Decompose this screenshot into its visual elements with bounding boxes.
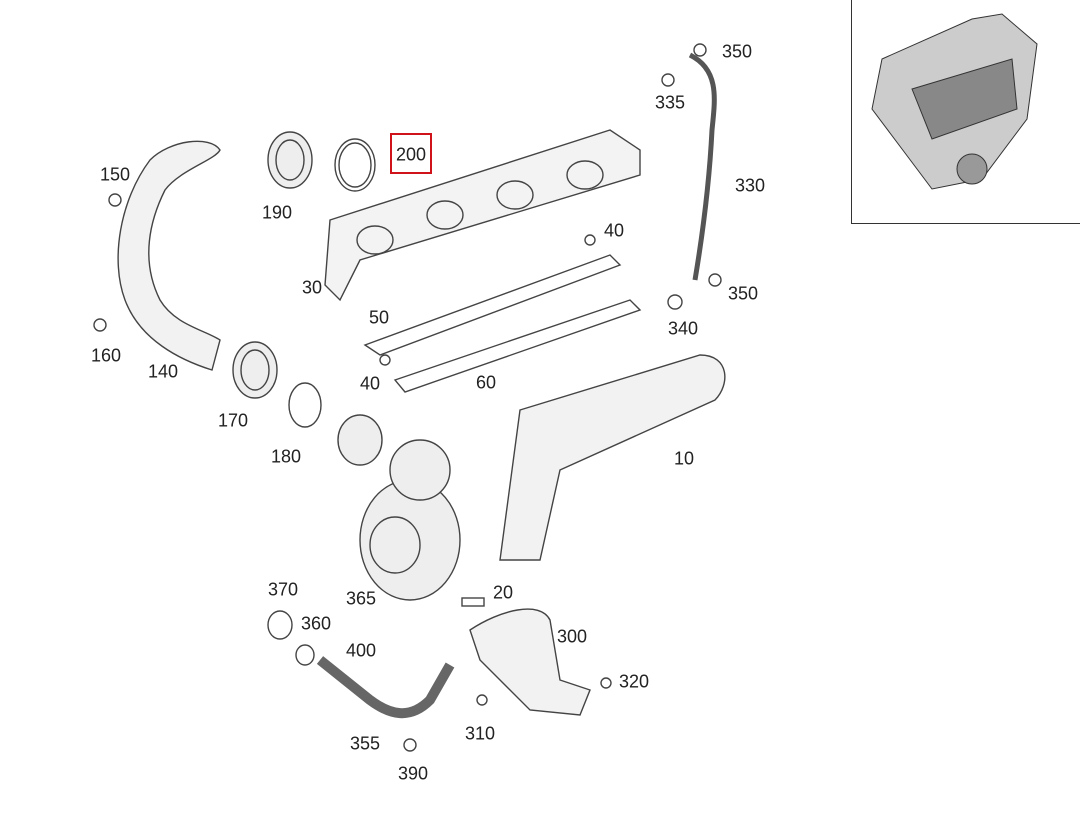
callout-340[interactable]: 340 (667, 318, 699, 339)
callout-20[interactable]: 20 (492, 582, 514, 603)
part-200-clamp (334, 138, 376, 192)
callout-140[interactable]: 140 (147, 361, 179, 382)
part-355-pipe (316, 656, 455, 719)
callout-180[interactable]: 180 (270, 446, 302, 467)
highlight-box-200 (390, 133, 432, 174)
callout-310[interactable]: 310 (464, 723, 496, 744)
callout-170[interactable]: 170 (217, 410, 249, 431)
callout-200[interactable]: 200 (395, 144, 427, 165)
callout-350[interactable]: 350 (727, 283, 759, 304)
part-180-clamp (288, 382, 322, 428)
part-190-clamp (267, 131, 313, 189)
callout-190[interactable]: 190 (261, 202, 293, 223)
callout-400[interactable]: 400 (345, 640, 377, 661)
callout-50[interactable]: 50 (368, 307, 390, 328)
callout-365[interactable]: 365 (345, 588, 377, 609)
callout-40[interactable]: 40 (359, 373, 381, 394)
callout-10[interactable]: 10 (673, 448, 695, 469)
callout-360[interactable]: 360 (300, 613, 332, 634)
callout-390[interactable]: 390 (397, 763, 429, 784)
part-10-manifold (499, 354, 726, 561)
part-170-clamp (232, 341, 278, 399)
engine-location-inset (851, 0, 1080, 224)
part-30-shield (324, 129, 641, 302)
callout-330[interactable]: 330 (734, 175, 766, 196)
callout-370[interactable]: 370 (267, 579, 299, 600)
part-330-line (688, 52, 717, 281)
callout-160[interactable]: 160 (90, 345, 122, 366)
callout-300[interactable]: 300 (556, 626, 588, 647)
part-50-gasket (363, 254, 622, 356)
callout-355[interactable]: 355 (349, 733, 381, 754)
callout-40[interactable]: 40 (603, 220, 625, 241)
part-140-pipe (117, 140, 221, 371)
callout-150[interactable]: 150 (99, 164, 131, 185)
callout-335[interactable]: 335 (654, 92, 686, 113)
callout-60[interactable]: 60 (475, 372, 497, 393)
engine-inset-image (871, 13, 1038, 190)
part-300-shield (469, 608, 591, 716)
callout-320[interactable]: 320 (618, 671, 650, 692)
part-60-gasket (393, 299, 642, 393)
callout-350[interactable]: 350 (721, 41, 753, 62)
callout-30[interactable]: 30 (301, 277, 323, 298)
